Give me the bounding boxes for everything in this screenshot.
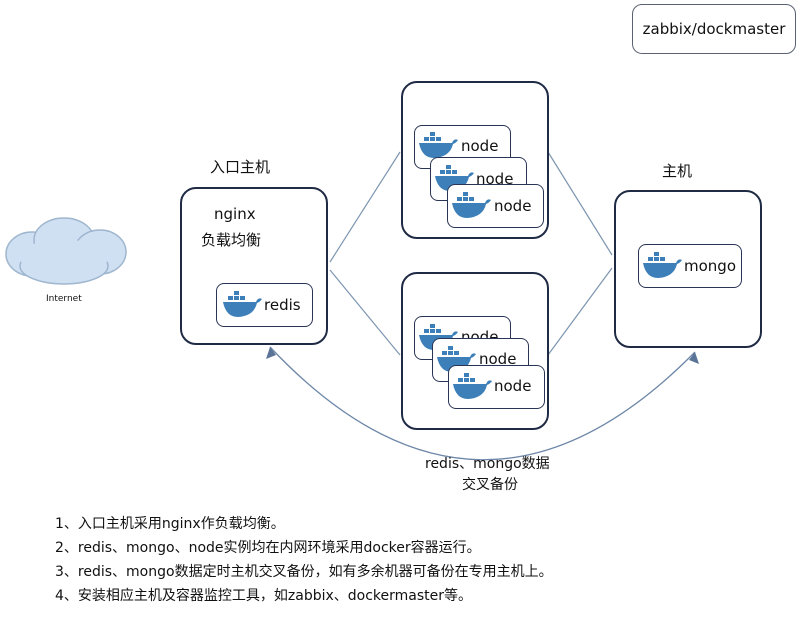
note-item: 4、安装相应主机及容器监控工具，如zabbix、dockermaster等。 [55,588,473,604]
connector-entry-to-bottom-host [329,269,401,356]
monitoring-tools-label: zabbix/dockmaster [642,20,786,38]
connector-top-host-to-mongo [547,151,613,256]
note-item: 1、入口主机采用nginx作负载均衡。 [55,516,285,532]
node-label-top-2: node [476,170,514,188]
backup-arc-arrowhead-right [689,352,699,364]
docker-whale-icon [223,291,262,317]
note-item: 3、redis、mongo数据定时主机交叉备份，如有多余机器可备份在专用主机上。 [55,564,553,580]
mongo-host-title: 主机 [662,162,693,180]
entry-host-line2: 负载均衡 [201,231,262,249]
docker-whale-icon [419,132,458,158]
mongo-label: mongo [684,257,736,275]
notes-list: 1、入口主机采用nginx作负载均衡。 2、redis、mongo、node实例… [55,512,553,608]
node-label-top-1: node [461,137,499,155]
docker-whale-icon [437,346,476,372]
entry-host-title: 入口主机 [210,158,271,176]
docker-whale-icon [452,192,491,218]
monitoring-tools-box: zabbix/dockmaster [632,4,796,54]
node-label-bottom-3: node [494,377,532,395]
backup-arc [269,346,696,461]
docker-whale-icon [643,252,682,278]
backup-label-line2: 交叉备份 [462,477,518,493]
node-label-bottom-2: node [479,350,517,368]
docker-whale-icon [435,165,474,191]
note-item: 2、redis、mongo、node实例均在内网环境采用docker容器运行。 [55,540,481,556]
backup-arc-arrowhead-left [266,347,276,359]
internet-cloud-icon [5,217,127,285]
backup-label-line1: redis、mongo数据 [425,456,550,472]
internet-label: Internet [46,294,82,304]
docker-whale-icon [453,373,492,399]
connector-bottom-host-to-mongo [547,267,613,356]
connector-entry-to-top-host [329,151,401,263]
node-label-top-3: node [494,197,532,215]
entry-host-line1: nginx [214,205,256,223]
redis-label: redis [264,296,301,314]
